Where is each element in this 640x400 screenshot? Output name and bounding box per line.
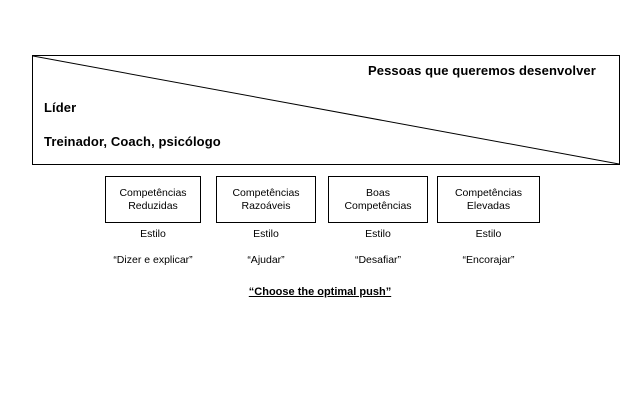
style-quote-1: “Dizer e explicar” — [113, 254, 193, 266]
label-roles: Treinador, Coach, psicólogo — [44, 134, 221, 149]
style-quote-2: “Ajudar” — [247, 254, 285, 266]
competency-box-3-line2: Competências — [344, 199, 412, 212]
competency-box-1: Competências Reduzidas — [105, 176, 201, 223]
tagline-text: “Choose the optimal push” — [248, 286, 392, 298]
competency-box-3-line1: Boas — [366, 186, 390, 199]
style-label-2: Estilo — [253, 228, 279, 240]
label-leader: Líder — [44, 100, 77, 115]
competency-box-2: Competências Razoáveis — [216, 176, 316, 223]
style-quote-3: “Desafiar” — [354, 254, 402, 266]
style-label-1: Estilo — [140, 228, 166, 240]
competency-box-4-line2: Elevadas — [466, 199, 511, 212]
style-label-3: Estilo — [365, 228, 391, 240]
competency-box-2-line1: Competências — [232, 186, 300, 199]
competency-box-4-line1: Competências — [454, 186, 523, 199]
competency-box-1-line1: Competências — [119, 186, 187, 199]
style-label-4: Estilo — [475, 228, 502, 240]
style-quote-4: “Encorajar” — [462, 254, 515, 266]
competency-box-3: Boas Competências — [328, 176, 428, 223]
label-people-to-develop: Pessoas que queremos desenvolver — [368, 63, 596, 78]
competency-box-2-line2: Razoáveis — [241, 199, 291, 212]
tagline: “Choose the optimal push” — [0, 282, 640, 300]
competency-box-4: Competências Elevadas — [437, 176, 540, 223]
competency-box-1-line2: Reduzidas — [128, 199, 178, 212]
